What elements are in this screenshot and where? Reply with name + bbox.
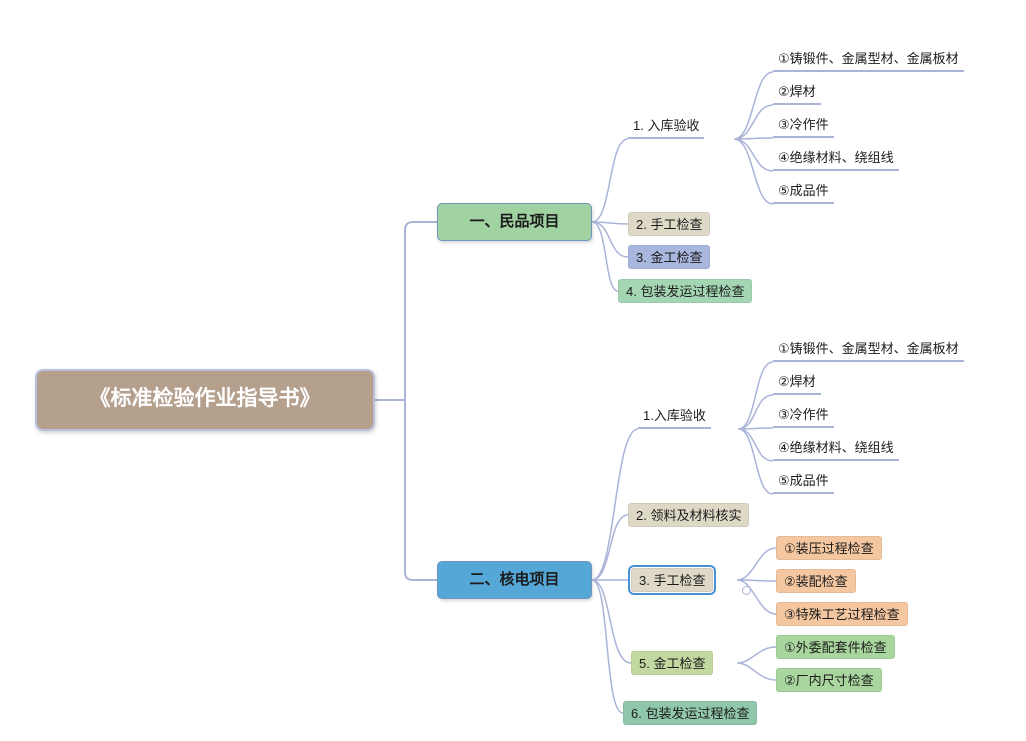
b2-leaf-welding-material[interactable]: ②焊材 xyxy=(773,371,821,395)
b2-leaf-assembly-inspection[interactable]: ②装配检查 xyxy=(776,569,856,593)
b2-leaf-finished-parts[interactable]: ⑤成品件 xyxy=(773,470,834,494)
b2-node-incoming-inspection[interactable]: 1.入库验收 xyxy=(638,405,711,429)
b1-leaf-castings-metal[interactable]: ①铸锻件、金属型材、金属板材 xyxy=(773,48,964,72)
b2-leaf-castings-metal[interactable]: ①铸锻件、金属型材、金属板材 xyxy=(773,338,964,362)
b1-leaf-cold-work-parts[interactable]: ③冷作件 xyxy=(773,114,834,138)
b1-node-manual-inspection[interactable]: 2. 手工检查 xyxy=(628,212,711,236)
b2-node-material-verification[interactable]: 2. 领料及材料核实 xyxy=(628,503,750,527)
b2-leaf-inplant-dimension-inspection[interactable]: ②厂内尺寸检查 xyxy=(776,668,882,692)
b2-node-packing-shipping-inspection[interactable]: 6. 包装发运过程检查 xyxy=(623,701,758,725)
b2-leaf-outsourced-parts-inspection[interactable]: ①外委配套件检查 xyxy=(776,635,895,659)
b2-node-manual-inspection[interactable]: 3. 手工检查 xyxy=(631,568,714,592)
collapse-toggle-icon[interactable] xyxy=(742,586,751,595)
b2-node-metalwork-inspection[interactable]: 5. 金工检查 xyxy=(631,651,714,675)
b2-leaf-cold-work-parts[interactable]: ③冷作件 xyxy=(773,404,834,428)
main-topic-nuclear-power[interactable]: 二、核电项目 xyxy=(437,561,592,599)
b1-leaf-welding-material[interactable]: ②焊材 xyxy=(773,81,821,105)
connector-branches xyxy=(591,71,777,714)
b1-node-packing-shipping-inspection[interactable]: 4. 包装发运过程检查 xyxy=(618,279,753,303)
root-topic[interactable]: 《标准检验作业指导书》 xyxy=(35,369,375,431)
b1-leaf-insulation-winding[interactable]: ④绝缘材料、绕组线 xyxy=(773,147,899,171)
b2-leaf-insulation-winding[interactable]: ④绝缘材料、绕组线 xyxy=(773,437,899,461)
b1-node-incoming-inspection[interactable]: 1. 入库验收 xyxy=(628,115,705,139)
b1-node-metalwork-inspection[interactable]: 3. 金工检查 xyxy=(628,245,711,269)
b2-leaf-press-fitting-inspection[interactable]: ①装压过程检查 xyxy=(776,536,882,560)
b1-leaf-finished-parts[interactable]: ⑤成品件 xyxy=(773,180,834,204)
main-topic-civil-products[interactable]: 一、民品项目 xyxy=(437,203,592,241)
connector-trunk xyxy=(375,221,437,581)
b2-leaf-special-process-inspection[interactable]: ③特殊工艺过程检查 xyxy=(776,602,908,626)
